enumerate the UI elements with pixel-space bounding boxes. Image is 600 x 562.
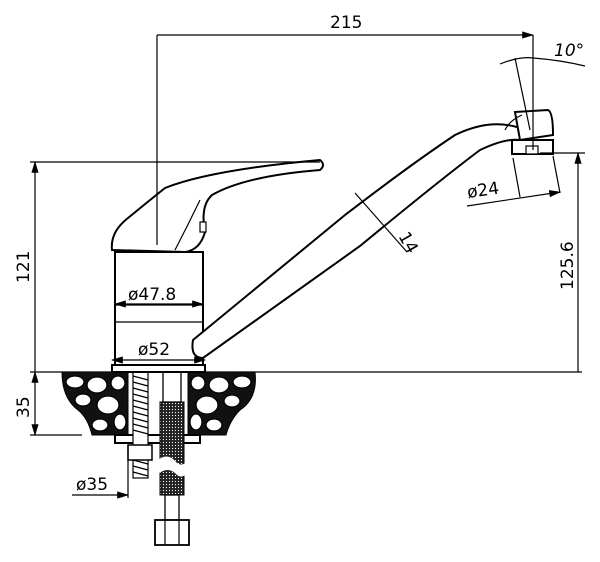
dim-121-label: 121 [14,251,34,283]
faucet-body [114,251,204,366]
dim-10deg-label: 10° [554,41,584,61]
threaded-stud [127,371,153,479]
spout [191,123,521,360]
countertop-stone [61,371,256,436]
dimension-base-diameter: ø52 [110,340,207,364]
dimension-reach: 215 [156,13,535,245]
dim-35-label: 35 [14,396,34,418]
dimension-mount-hole: ø35 [72,445,130,499]
dimension-counter-thickness: 35 [14,370,82,437]
dim-14-label: 14 [394,229,422,258]
mounting-plate [114,434,201,444]
dim-52-label: ø52 [138,340,170,360]
dimension-angle: 10° [499,41,586,131]
dim-215-label: 215 [330,13,362,33]
dim-125-label: 125.6 [558,241,578,290]
flexible-hose [154,371,190,546]
dimension-body-diameter: ø47.8 [113,285,205,308]
dimension-spout-height: 125.6 [540,151,585,372]
dim-478-label: ø47.8 [128,285,176,305]
dimension-total-height: 121 [14,160,320,372]
spout-nozzle [513,108,555,142]
dimension-aerator: ø24 [466,155,562,207]
base-ring [111,364,206,373]
handle-lever [110,158,324,254]
dim-24-label: ø24 [466,179,501,203]
dim-hole-label: ø35 [76,475,108,495]
